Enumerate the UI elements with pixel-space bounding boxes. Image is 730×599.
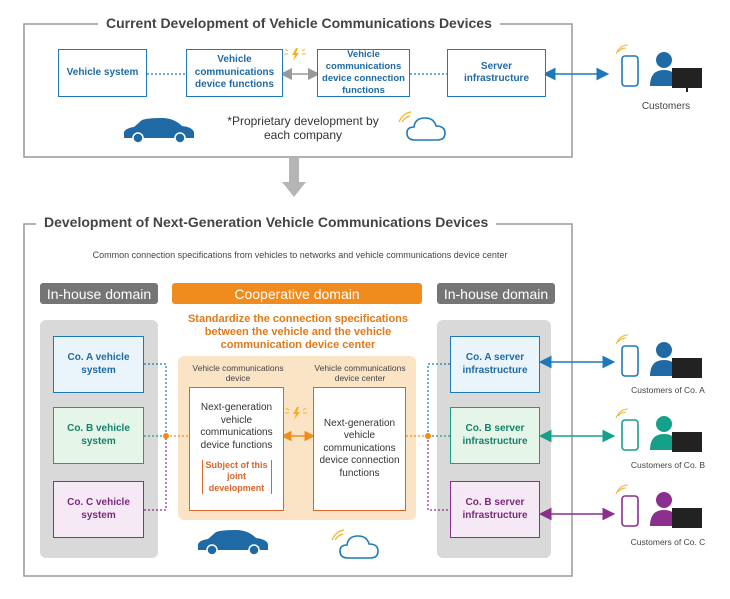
- next-gen-functions-box: Next-generation vehicle communications d…: [189, 387, 284, 511]
- link-coC-hub: [144, 436, 167, 511]
- vehicle-system-box: Vehicle system: [58, 49, 147, 97]
- customer-icon: [615, 484, 702, 528]
- left-domain-label: In-house domain: [40, 283, 158, 304]
- coC-server-box: Co. B server infrastructure: [450, 481, 540, 538]
- customers-label: Customers: [641, 101, 691, 112]
- lightning-icon: [285, 407, 307, 420]
- car-icon: [198, 530, 268, 556]
- connection-functions-box: Vehicle communications device connection…: [317, 49, 410, 97]
- link-hub-serverC: [427, 436, 450, 511]
- next-subtitle: Common connection specifications from ve…: [92, 250, 508, 260]
- transition-arrow: [282, 158, 306, 197]
- customer-icon: [615, 334, 702, 378]
- coC-vehicle-system-box: Co. C vehicle system: [53, 481, 144, 538]
- hub-right: [425, 433, 431, 439]
- proprietary-note: *Proprietary development by each company: [227, 114, 379, 143]
- link-coA-hub: [144, 363, 167, 436]
- cloud-icon: [398, 111, 446, 141]
- customers-coB-label: Customers of Co. B: [630, 460, 706, 470]
- coA-server-box: Co. A server infrastructure: [450, 336, 540, 393]
- next-gen-functions-text: Next-generation vehicle communications d…: [200, 402, 273, 451]
- link-hub-serverA: [427, 363, 450, 436]
- server-infrastructure-box: Server infrastructure: [447, 49, 546, 97]
- coop-domain-label: Cooperative domain: [172, 283, 422, 304]
- lightning-icon: [284, 48, 306, 61]
- next-gen-connection-box: Next-generation vehicle communications d…: [313, 387, 406, 511]
- car-icon: [124, 118, 194, 144]
- coB-vehicle-system-box: Co. B vehicle system: [53, 407, 144, 464]
- device-functions-box: Vehicle communications device functions: [186, 49, 283, 97]
- cloud-icon: [331, 529, 379, 559]
- coB-server-box: Co. B server infrastructure: [450, 407, 540, 464]
- customer-icon: [615, 408, 702, 452]
- device-label: Vehicle communications device: [192, 363, 284, 384]
- subject-bracket: Subject of this joint development: [201, 460, 272, 494]
- coA-vehicle-system-box: Co. A vehicle system: [53, 336, 144, 393]
- customers-coA-label: Customers of Co. A: [631, 385, 705, 395]
- customers-coC-label: Customers of Co. C: [630, 537, 706, 547]
- right-domain-label: In-house domain: [437, 283, 555, 304]
- hub-left: [163, 433, 169, 439]
- center-label: Vehicle communications device center: [314, 363, 406, 384]
- customer-icon: [615, 44, 702, 92]
- next-title: Development of Next-Generation Vehicle C…: [36, 214, 497, 230]
- standardize-text: Standardize the connection specification…: [187, 313, 409, 352]
- current-title: Current Development of Vehicle Communica…: [98, 15, 500, 31]
